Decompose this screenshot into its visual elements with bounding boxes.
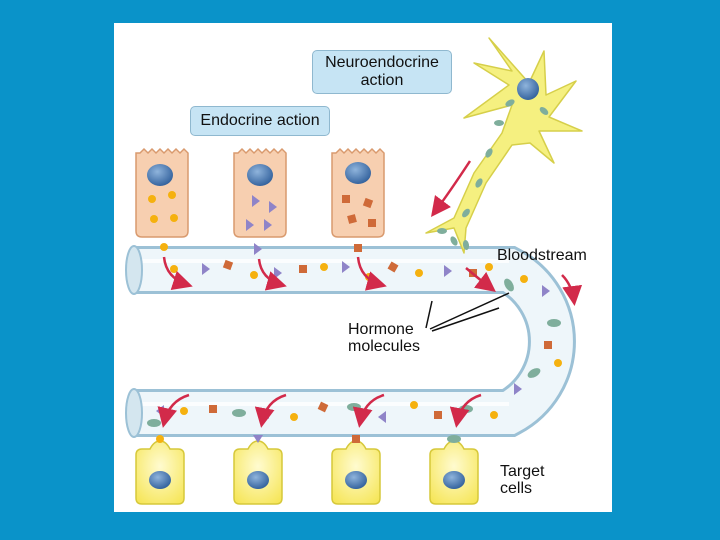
hormone-label: Hormone molecules bbox=[348, 321, 421, 355]
hormone-pointer-lines bbox=[425, 292, 510, 332]
target-cell-4 bbox=[429, 435, 479, 505]
endocrine-label: Endocrine action bbox=[190, 106, 330, 136]
target-cell-1 bbox=[135, 435, 185, 505]
target-cell-3 bbox=[331, 435, 381, 505]
secretory-cell-1 bbox=[135, 147, 189, 251]
secretory-cell-3 bbox=[331, 147, 385, 252]
bloodstream-vessel bbox=[125, 245, 576, 438]
flow-arrows bbox=[157, 160, 583, 428]
bloodstream-label: Bloodstream bbox=[497, 247, 587, 264]
neuroendocrine-label: Neuroendocrine action bbox=[312, 50, 452, 94]
secretory-cell-2 bbox=[233, 147, 287, 255]
diagram-art bbox=[125, 37, 583, 505]
target-label: Target cells bbox=[500, 463, 545, 497]
target-cell-2 bbox=[233, 435, 283, 505]
neuron bbox=[425, 37, 583, 254]
diagram-panel: Neuroendocrine action Endocrine action B… bbox=[114, 23, 612, 512]
